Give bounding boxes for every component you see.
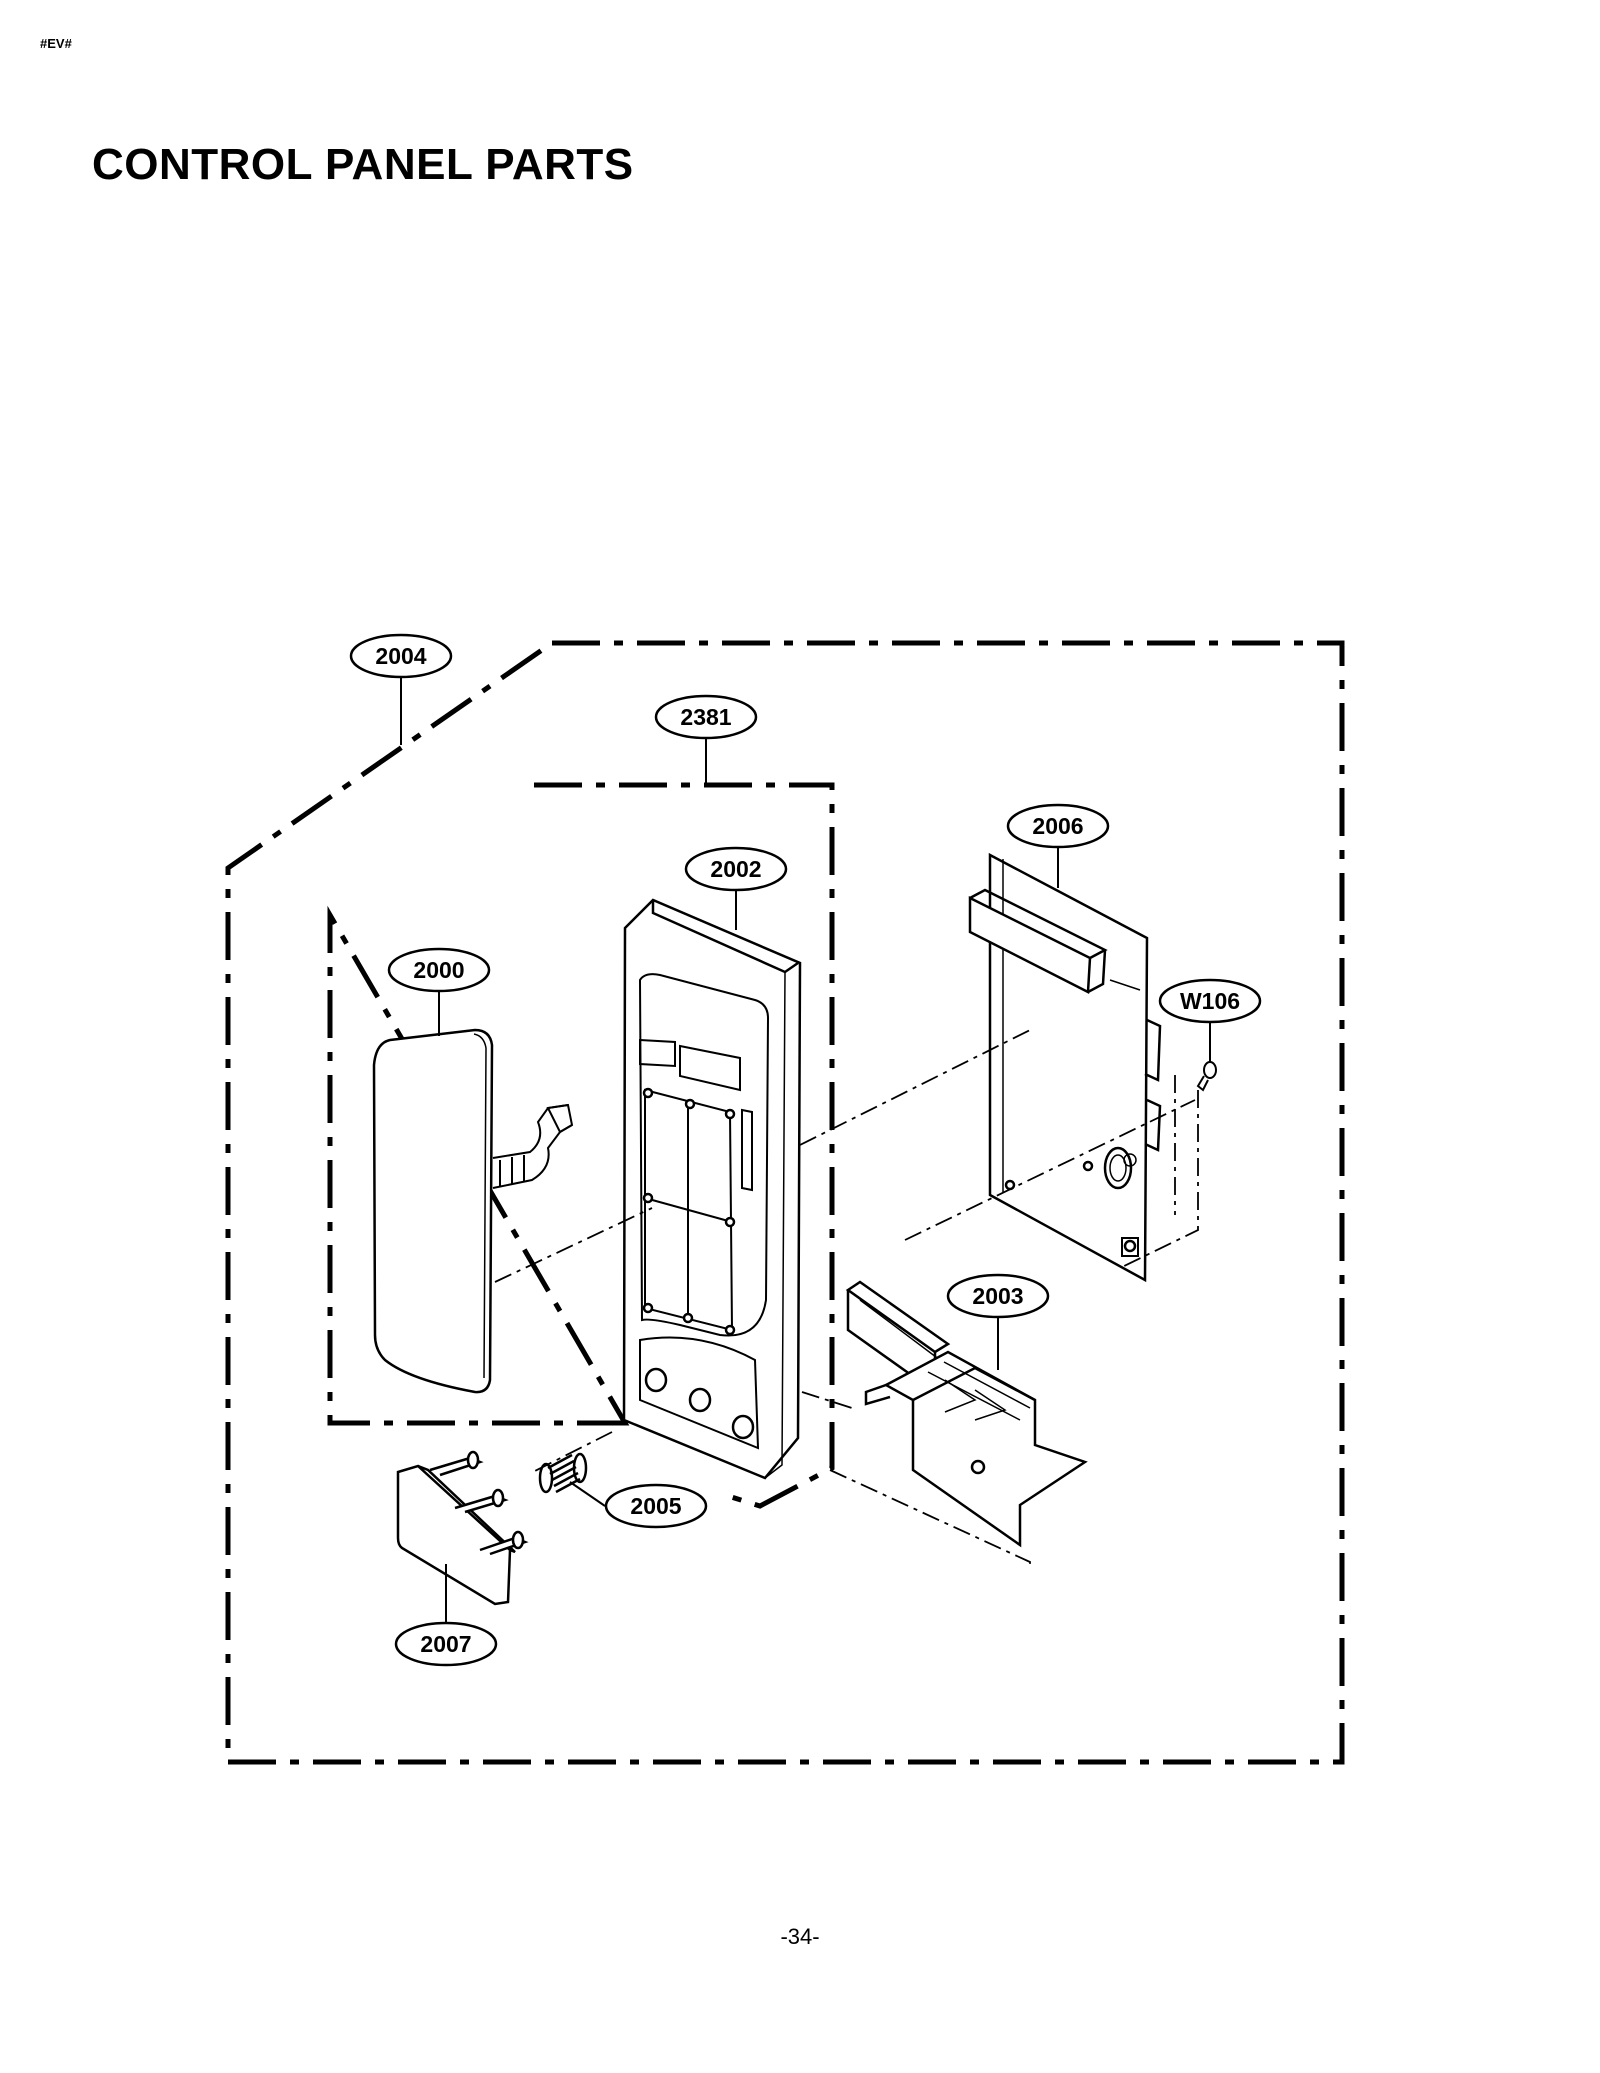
svg-text:2002: 2002 (710, 856, 761, 882)
page-title: CONTROL PANEL PARTS (92, 140, 634, 189)
svg-text:2005: 2005 (630, 1493, 681, 1519)
ribbon-cable (492, 1103, 574, 1189)
page-number: -34- (780, 1924, 820, 1949)
svg-text:W106: W106 (1180, 988, 1240, 1014)
callout-2000: 2000 (387, 947, 491, 993)
callout-2006: 2006 (1006, 803, 1110, 849)
callout-2007: 2007 (394, 1621, 498, 1667)
callout-w106: W106 (1158, 978, 1262, 1024)
button-2007 (396, 1450, 529, 1606)
callout-2004: 2004 (349, 633, 453, 679)
assembly-2381-boundary (327, 782, 835, 1509)
assembly-guide-lines (494, 1029, 1199, 1568)
spring-2005 (538, 1452, 588, 1494)
callout-2005: 2005 (604, 1483, 708, 1529)
screw-w106 (1196, 1061, 1217, 1092)
callout-2381: 2381 (654, 694, 758, 740)
svg-text:2381: 2381 (680, 704, 731, 730)
svg-text:2000: 2000 (413, 957, 464, 983)
svg-text:2006: 2006 (1032, 813, 1083, 839)
svg-text:2003: 2003 (972, 1283, 1023, 1309)
window-2000 (372, 1028, 494, 1394)
svg-text:2004: 2004 (375, 643, 426, 669)
lever-2003 (845, 1280, 1088, 1548)
callout-2002: 2002 (684, 846, 788, 892)
document-code: #EV# (40, 36, 72, 51)
assembly-2004-boundary (225, 640, 1345, 1765)
svg-text:2007: 2007 (420, 1631, 471, 1657)
leader-lines (400, 677, 1211, 1622)
pcb-2006 (968, 852, 1162, 1283)
callout-2003: 2003 (946, 1273, 1050, 1319)
control-panel-2002 (622, 898, 802, 1480)
